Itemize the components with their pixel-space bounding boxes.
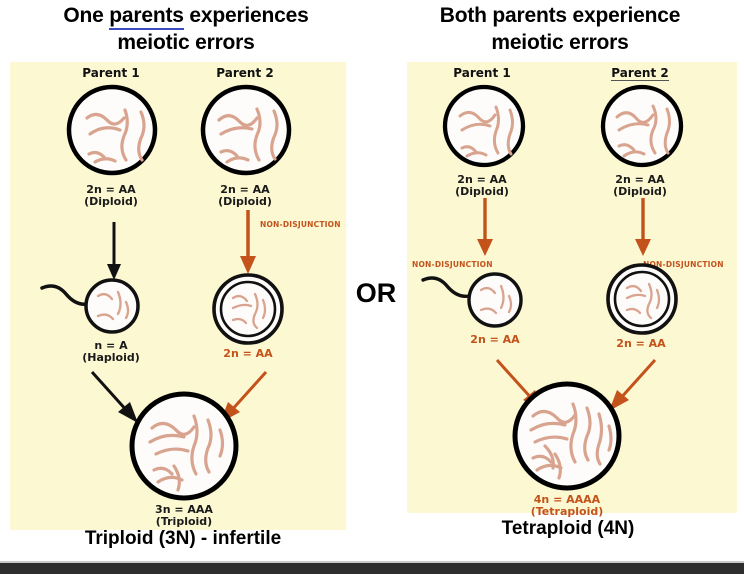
- right-zygote-cell: [512, 381, 622, 491]
- right-nondisjunction-arrow-right: [635, 198, 651, 256]
- right-sperm-cell: [421, 272, 523, 328]
- heading-left-line2: meiotic errors: [117, 31, 255, 54]
- left-parent1-cell: [66, 84, 158, 176]
- right-parent1-label: 2n = AA (Diploid): [455, 173, 509, 198]
- right-parent2-title: Parent 2: [611, 66, 669, 81]
- right-egg-label: 2n = AA: [616, 337, 666, 350]
- left-fertilization-arrow-sperm: [90, 370, 138, 423]
- heading-left-text-post: experiences: [183, 4, 309, 27]
- right-nondisjunction-label-right: NON-DISJUNCTION: [643, 260, 724, 269]
- left-zygote-label: 3n = AAA (Triploid): [155, 503, 213, 528]
- right-parent2-cell: [600, 84, 684, 168]
- left-sperm-label: n = A (Haploid): [82, 339, 140, 364]
- left-nondisjunction-arrow: [240, 210, 256, 274]
- bottom-hairline: [0, 561, 744, 563]
- left-diagram-panel: Parent 1 2n = AA (Diploid) Parent 2 2n =…: [10, 62, 346, 530]
- right-egg-cell: [606, 263, 678, 335]
- left-sperm-cell: [40, 278, 140, 334]
- right-sperm-label: 2n = AA: [470, 333, 520, 346]
- right-parent1-cell: [442, 84, 526, 168]
- bottom-bar: [0, 563, 744, 574]
- right-nondisjunction-arrow-left: [477, 198, 493, 256]
- left-egg-label: 2n = AA: [223, 347, 273, 360]
- heading-right-line1: Both parents experience: [439, 4, 681, 27]
- right-diagram-panel: Parent 1 2n = AA (Diploid) Parent 2 2n =…: [407, 62, 737, 518]
- heading-left-spellcheck-word: parents: [109, 4, 184, 30]
- left-nondisjunction-label: NON-DISJUNCTION: [260, 220, 341, 229]
- left-parent2-label: 2n = AA (Diploid): [218, 183, 272, 208]
- left-parent1-title: Parent 1: [82, 66, 140, 80]
- or-divider-label: OR: [355, 278, 397, 308]
- left-panel-heading: One parents experiences meiotic errors: [18, 2, 354, 56]
- left-parent2-title: Parent 2: [216, 66, 274, 80]
- right-nondisjunction-label-left: NON-DISJUNCTION: [412, 260, 493, 269]
- right-zygote-label: 4n = AAAA (Tetraploid): [530, 493, 604, 518]
- left-zygote-cell: [129, 391, 239, 501]
- left-parent2-cell: [200, 84, 292, 176]
- right-fusion-arrow-right: [609, 358, 657, 411]
- right-parent1-title: Parent 1: [453, 66, 511, 80]
- right-parent2-label: 2n = AA (Diploid): [613, 173, 667, 198]
- left-outcome-caption: Triploid (3N) - infertile: [84, 528, 282, 549]
- heading-right-line2: meiotic errors: [491, 31, 629, 54]
- heading-left-text-pre: One: [63, 4, 110, 27]
- right-outcome-caption: Tetraploid (4N): [501, 518, 635, 539]
- right-panel-heading: Both parents experience meiotic errors: [392, 2, 728, 56]
- left-parent1-label: 2n = AA (Diploid): [84, 183, 138, 208]
- left-meiosis-arrow: [107, 222, 121, 280]
- left-egg-cell: [212, 273, 284, 345]
